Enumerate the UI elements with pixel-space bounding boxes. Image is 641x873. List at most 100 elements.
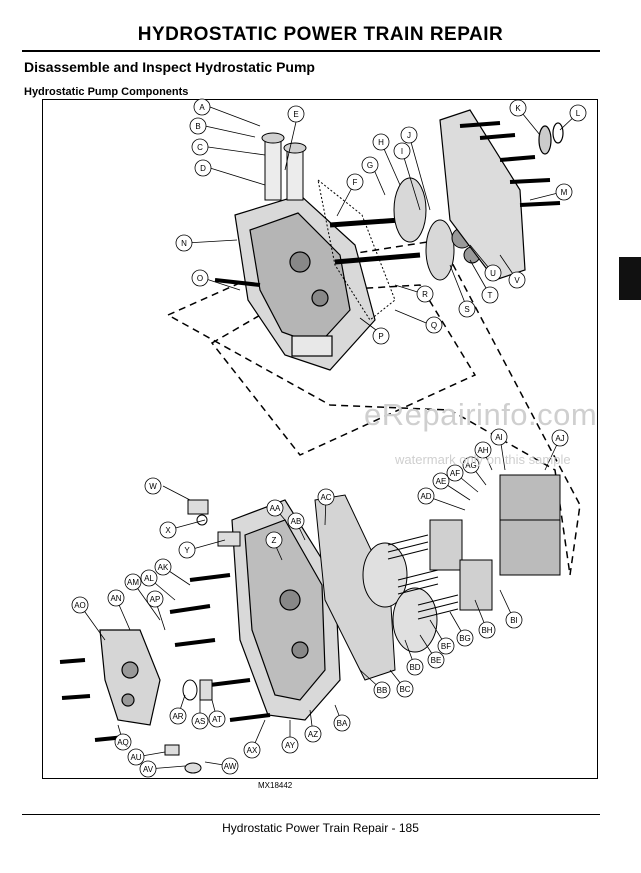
svg-text:BH: BH [481,626,492,635]
svg-text:AF: AF [450,469,460,478]
svg-text:F: F [353,178,358,187]
callout-az: AZ [304,725,322,743]
svg-text:J: J [407,131,411,140]
svg-text:AD: AD [420,492,431,501]
svg-text:C: C [197,143,203,152]
callout-o: O [191,269,209,287]
callout-m: M [555,183,573,201]
cylinder-blocks-lower [314,474,561,681]
svg-text:AM: AM [127,578,139,587]
callout-at: AT [208,710,226,728]
callout-i: I [393,142,411,160]
callout-an: AN [107,589,125,607]
callout-b: B [189,117,207,135]
pump-housing-lower [231,499,341,721]
svg-text:AI: AI [495,433,503,442]
svg-text:BA: BA [337,719,348,728]
svg-text:Y: Y [184,546,190,555]
callout-be: BE [427,651,445,669]
callout-ay: AY [281,736,299,754]
side-tab-marker [619,257,641,300]
small-parts-lower [164,499,241,774]
callout-s: S [458,300,476,318]
watermark-logo: eRepairinfo.com [364,397,598,432]
svg-text:AQ: AQ [117,738,129,747]
callout-labels: A B C D E F G H I J K L M N O P Q R S T … [71,98,587,778]
svg-text:D: D [200,164,206,173]
svg-text:AN: AN [110,594,121,603]
svg-text:P: P [378,332,383,341]
svg-text:BI: BI [510,616,518,625]
svg-text:AC: AC [320,493,331,502]
callout-f: F [346,173,364,191]
svg-text:V: V [514,276,520,285]
svg-text:M: M [561,188,568,197]
svg-text:AW: AW [224,762,237,771]
svg-text:BD: BD [409,663,420,672]
svg-text:AT: AT [212,715,222,724]
svg-text:AV: AV [143,765,154,774]
callout-ab: AB [287,512,305,530]
svg-text:S: S [464,305,469,314]
subsection-heading: Hydrostatic Pump Components [24,86,189,98]
callout-as: AS [191,712,209,730]
callout-ad: AD [417,487,435,505]
svg-text:AO: AO [74,601,86,610]
section-heading: Disassemble and Inspect Hydrostatic Pump [24,59,315,75]
svg-text:BB: BB [377,686,388,695]
callout-bf: BF [437,637,455,655]
svg-text:BE: BE [431,656,442,665]
callout-bh: BH [478,621,496,639]
pump-housing-upper [234,194,376,371]
svg-text:W: W [149,482,157,491]
svg-text:AS: AS [195,717,206,726]
svg-text:I: I [401,147,403,156]
header-rule [22,50,600,52]
svg-text:U: U [490,269,496,278]
svg-text:E: E [293,110,298,119]
figure-code: MX18442 [258,781,293,790]
svg-text:AK: AK [158,563,169,572]
callout-au: AU [127,748,145,766]
svg-text:T: T [488,291,493,300]
svg-text:BG: BG [459,634,471,643]
callout-l: L [569,104,587,122]
svg-text:R: R [422,290,428,299]
callout-ao: AO [71,596,89,614]
svg-text:K: K [515,104,521,113]
callout-bi: BI [505,611,523,629]
svg-text:L: L [576,109,581,118]
svg-text:Z: Z [272,536,277,545]
svg-text:AJ: AJ [555,434,564,443]
callout-e: E [287,105,305,123]
callout-z: Z [265,531,283,549]
callout-u: U [484,264,502,282]
figure-frame [42,99,598,779]
callout-a: A [193,98,211,116]
svg-text:AH: AH [477,446,488,455]
page-title: HYDROSTATIC POWER TRAIN REPAIR [137,24,504,45]
svg-text:H: H [378,138,384,147]
footer-rule [22,814,600,815]
callout-d: D [194,159,212,177]
callout-p: P [372,327,390,345]
svg-text:A: A [199,103,205,112]
svg-text:G: G [367,161,373,170]
svg-text:AY: AY [285,741,296,750]
callout-k: K [509,99,527,117]
callout-aa: AA [266,499,284,517]
callout-av: AV [139,760,157,778]
callout-ag: AG [462,456,480,474]
callout-af: AF [446,464,464,482]
callout-aq: AQ [114,733,132,751]
callout-r: R [416,285,434,303]
callout-ac: AC [317,488,335,506]
svg-text:AL: AL [144,574,154,583]
svg-text:Q: Q [431,321,437,330]
callout-bg: BG [456,629,474,647]
callout-x: X [159,521,177,539]
svg-text:AE: AE [436,477,447,486]
callout-ba: BA [333,714,351,732]
springs [387,534,459,620]
